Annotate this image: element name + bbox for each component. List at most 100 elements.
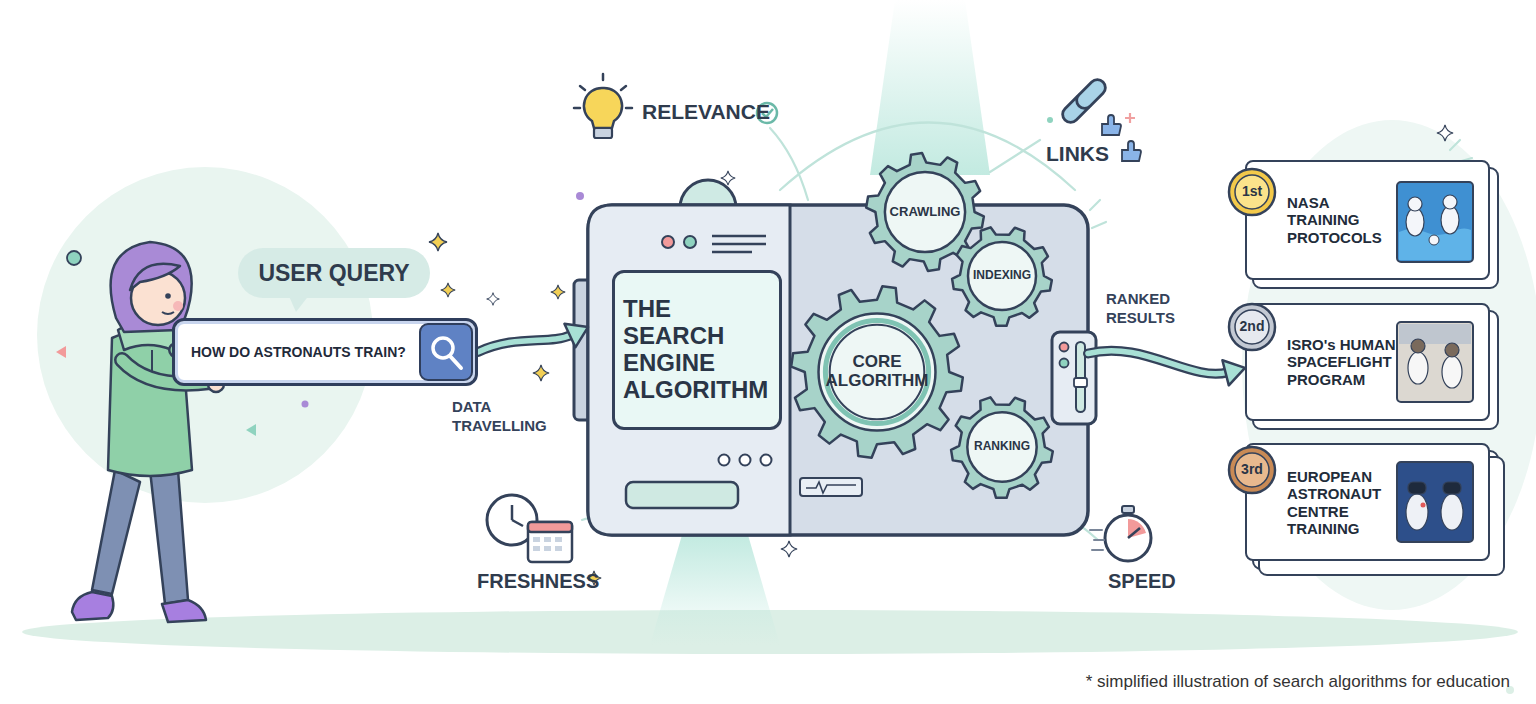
silver-medal: 2nd <box>1227 302 1277 352</box>
leader-lines <box>1092 222 1106 228</box>
factor-label: LINKS <box>1046 142 1109 166</box>
machine-body <box>712 243 766 246</box>
sparkles <box>487 293 500 306</box>
girl-figure <box>72 242 236 622</box>
backdrop-shapes <box>22 0 1536 654</box>
freshness-icon <box>555 537 562 542</box>
machine-body <box>574 180 1096 535</box>
gear-teeth <box>952 227 1052 325</box>
result-photo <box>1408 197 1422 211</box>
result-photo <box>1441 206 1459 234</box>
arrow-head <box>1222 360 1245 385</box>
sparkles <box>1437 125 1453 141</box>
flow-arrow <box>478 324 588 352</box>
girl-figure <box>72 592 113 620</box>
relevance-icon <box>584 88 622 128</box>
result-photo <box>1399 324 1471 344</box>
gear-face <box>819 314 936 431</box>
gear-teeth <box>791 286 963 458</box>
machine-body <box>626 482 738 508</box>
medal-rim <box>1229 304 1275 350</box>
speed-icon <box>1128 519 1146 538</box>
sparkles <box>246 424 256 436</box>
arrow-shaft <box>1088 351 1228 374</box>
node-text: 1st <box>1242 184 1262 199</box>
leader-lines <box>1090 200 1100 210</box>
search-button <box>433 338 453 358</box>
sparkles <box>576 192 584 200</box>
sparkles <box>429 233 447 251</box>
girl-figure <box>150 470 188 604</box>
sparkles <box>781 541 797 557</box>
result-photo <box>1399 228 1471 260</box>
backdrop-shapes <box>650 535 780 645</box>
sparkles <box>533 365 549 381</box>
result-photo <box>1408 352 1428 384</box>
sparkles <box>67 251 81 265</box>
node-text: EUROPEAN ASTRONAUT CENTRE TRAINING <box>1287 468 1399 537</box>
relevance-icon <box>602 74 605 80</box>
machine-body <box>806 482 856 493</box>
result-photo <box>1442 356 1462 388</box>
node-text: ISRO's HUMAN SPACEFLIGHT PROGRAM <box>1287 336 1399 388</box>
result-photo <box>1443 482 1461 494</box>
node-text: CORE ALGORITHM <box>824 353 930 390</box>
freshness-icon <box>512 520 523 526</box>
result-photo <box>1397 182 1473 262</box>
machine-body <box>740 455 751 466</box>
medal-face <box>1235 453 1269 487</box>
girl-figure <box>173 301 183 311</box>
freshness-icon <box>533 537 562 551</box>
bronze-medal: 3rd <box>1227 445 1277 495</box>
node-text: RANKING <box>966 440 1038 453</box>
result-photo <box>1443 195 1457 209</box>
girl-figure <box>92 470 140 594</box>
edge-label: DATA TRAVELLING <box>452 398 556 436</box>
arrow-head <box>564 324 588 348</box>
gear-face <box>968 242 1036 310</box>
medal-rim <box>1229 169 1275 215</box>
result-card: NASA TRAINING PROTOCOLS 1st <box>1245 160 1490 280</box>
freshness-icon <box>533 546 540 551</box>
node-text: NASA TRAINING PROTOCOLS <box>1287 194 1399 246</box>
freshness-icon <box>511 505 514 520</box>
result-photo <box>1445 343 1459 357</box>
machine-body <box>712 235 766 238</box>
core-algorithm-gear: CORE ALGORITHM <box>789 284 965 460</box>
medal-face <box>1235 175 1269 209</box>
medal-rim <box>1229 447 1275 493</box>
machine-body <box>800 478 862 496</box>
links-icon <box>1125 113 1135 123</box>
arrow-outline <box>1088 351 1228 374</box>
leader-lines <box>770 128 808 200</box>
backdrop-shapes <box>1242 120 1536 610</box>
caption: * simplified illustration of search algo… <box>1086 672 1510 692</box>
result-photo <box>1441 494 1463 530</box>
relevance-icon <box>574 74 777 138</box>
freshness-icon <box>528 522 572 532</box>
node-text: THE SEARCH ENGINE ALGORITHM <box>612 270 782 430</box>
sparkles <box>441 283 455 297</box>
result-photo <box>1408 482 1426 494</box>
links-icon <box>1073 76 1108 111</box>
search-box: HOW DO ASTRONAUTS TRAIN? <box>172 318 478 386</box>
result-photo <box>1411 339 1425 353</box>
speed-icon <box>1122 506 1134 513</box>
result-photo <box>1421 503 1426 508</box>
result-photo <box>1429 235 1439 245</box>
search-button <box>420 324 472 380</box>
relevance-icon <box>580 86 585 90</box>
machine-body <box>761 455 772 466</box>
machine-body <box>712 251 752 254</box>
backdrop-shapes <box>870 0 990 175</box>
relevance-icon <box>574 107 580 110</box>
ranking-gear: RANKING <box>949 394 1055 500</box>
speed-icon <box>1090 506 1151 561</box>
search-button <box>420 324 472 380</box>
indexing-gear: INDEXING <box>950 224 1054 328</box>
girl-figure <box>165 293 171 299</box>
result-photo <box>1397 322 1473 402</box>
sparkles <box>302 401 309 408</box>
edge-label: RANKED RESULTS <box>1106 290 1192 328</box>
